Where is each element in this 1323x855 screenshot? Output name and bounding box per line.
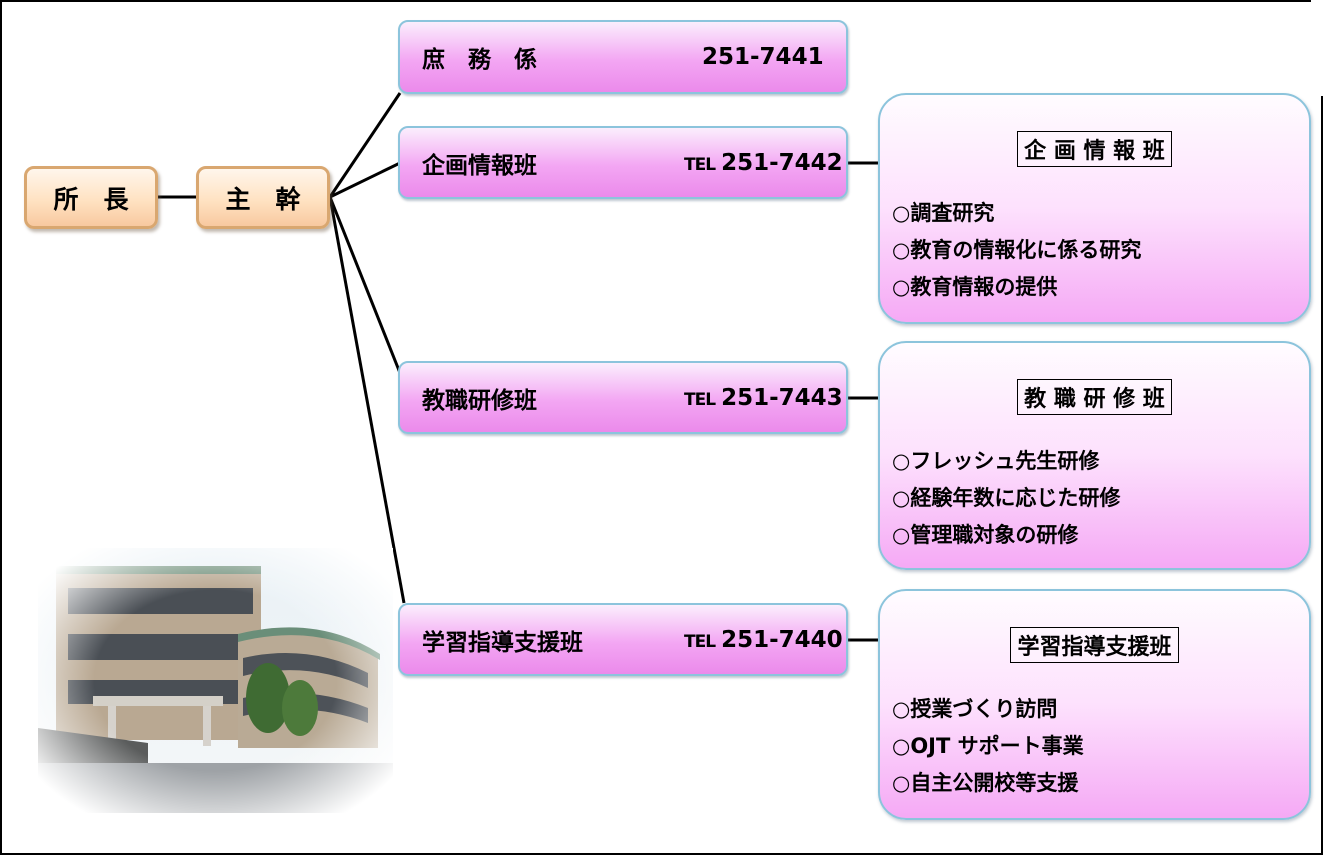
tel-mark: TEL	[684, 389, 716, 410]
list-item: ○調査研究	[892, 201, 995, 225]
list-item: ○経験年数に応じた研修	[892, 486, 1121, 510]
list-item: ○自主公開校等支援	[892, 771, 1079, 795]
detail-list: ○調査研究 ○教育の情報化に係る研究 ○教育情報の提供	[892, 195, 1141, 306]
section-name: 企画情報班	[422, 152, 537, 179]
list-item: ○教育情報の提供	[892, 275, 1058, 299]
connector-chief-general	[328, 92, 402, 198]
section-tel: 251-7441	[702, 44, 824, 70]
director-label: 所 長	[53, 184, 129, 214]
section-name: 庶 務 係	[422, 47, 537, 73]
list-item: ○管理職対象の研修	[892, 523, 1079, 547]
section-general-affairs: 庶 務 係 251-7441	[398, 20, 848, 94]
list-item: ○授業づくり訪問	[892, 697, 1058, 721]
detail-list: ○授業づくり訪問 ○OJT サポート事業 ○自主公開校等支援	[892, 691, 1084, 802]
school-building-photo	[38, 548, 393, 813]
tel-mark: TEL	[684, 631, 716, 652]
detail-title: 学習指導支援班	[880, 627, 1309, 663]
section-tel: 251-7440	[721, 626, 843, 653]
detail-planning-info: 企 画 情 報 班 ○調査研究 ○教育の情報化に係る研究 ○教育情報の提供	[878, 93, 1311, 324]
detail-list: ○フレッシュ先生研修 ○経験年数に応じた研修 ○管理職対象の研修	[892, 443, 1120, 554]
detail-title: 教 職 研 修 班	[880, 379, 1309, 415]
connector-chief-planning	[329, 161, 401, 199]
detail-teacher-training: 教 職 研 修 班 ○フレッシュ先生研修 ○経験年数に応じた研修 ○管理職対象の…	[878, 341, 1311, 570]
section-tel: 251-7442	[721, 149, 843, 176]
list-item: ○フレッシュ先生研修	[892, 449, 1100, 473]
chief-box: 主 幹	[196, 166, 330, 229]
section-tel: 251-7443	[721, 384, 843, 411]
connector-chief-guidance	[328, 196, 406, 604]
section-name: 学習指導支援班	[422, 629, 583, 656]
tel-mark: TEL	[684, 154, 716, 175]
director-box: 所 長	[24, 166, 158, 229]
detail-learning-support: 学習指導支援班 ○授業づくり訪問 ○OJT サポート事業 ○自主公開校等支援	[878, 589, 1311, 820]
connector-chief-training	[328, 196, 402, 374]
frame-gap	[1311, 0, 1323, 96]
chief-label: 主 幹	[225, 184, 301, 214]
section-name: 教職研修班	[422, 387, 537, 414]
list-item: ○OJT サポート事業	[892, 734, 1084, 758]
list-item: ○教育の情報化に係る研究	[892, 238, 1142, 262]
detail-title: 企 画 情 報 班	[880, 131, 1309, 167]
